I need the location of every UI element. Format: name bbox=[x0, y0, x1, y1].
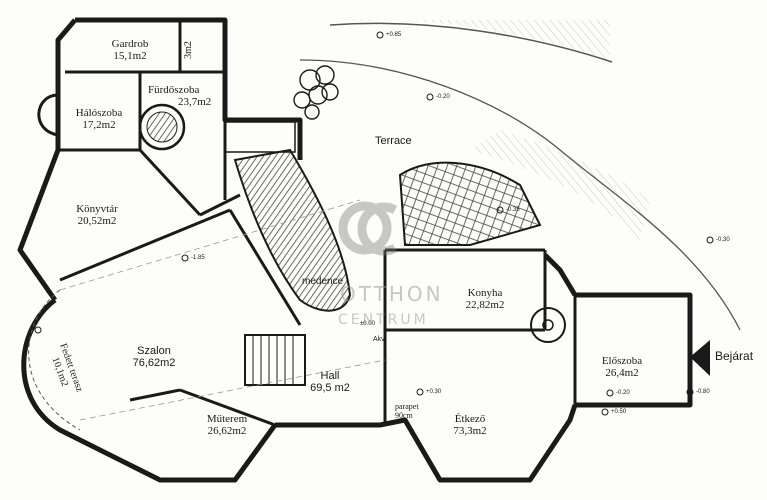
room-konyvtar: Könyvtár 20,52m2 bbox=[66, 203, 128, 227]
room-name: Szalon bbox=[137, 345, 171, 357]
room-name: Étkező bbox=[454, 413, 486, 425]
level-label: -0.20 bbox=[436, 94, 450, 100]
room-area: 69,5 m2 bbox=[310, 382, 350, 394]
parapet-note: parapet 90cm bbox=[395, 402, 419, 420]
room-name: Hálószoba bbox=[75, 107, 123, 119]
terrace-edge bbox=[299, 59, 741, 331]
room-storage: 3m2 bbox=[183, 41, 195, 59]
room-halo: Hálószoba 17,2m2 bbox=[68, 107, 130, 131]
watermark-line2: CENTRUM bbox=[338, 312, 429, 328]
room-area: 15,1m2 bbox=[113, 50, 147, 62]
room-area: 26,62m2 bbox=[207, 425, 247, 437]
terrain-line bbox=[329, 22, 613, 63]
watermark-line1: OTTHON bbox=[340, 282, 444, 306]
level-label: -0.35 bbox=[506, 207, 520, 213]
room-gardrob: Gardrob 15,1m2 bbox=[100, 38, 160, 62]
spiral-stair bbox=[530, 307, 566, 343]
parapet-height: 90cm bbox=[395, 411, 413, 420]
entrance-arrow bbox=[690, 340, 710, 376]
entrance-label: Bejárat bbox=[715, 349, 754, 363]
landscape-hatch bbox=[330, 19, 610, 60]
room-eloszoba: Előszoba 26,4m2 bbox=[592, 355, 652, 379]
covered-terrace-outline bbox=[28, 289, 81, 431]
pool-label: medence bbox=[302, 276, 344, 287]
room-area: 20,52m2 bbox=[77, 215, 117, 227]
room-hall: Hall 69,5 m2 bbox=[300, 370, 360, 394]
room-furdo: Fürdőszoba 23,7m2 bbox=[148, 84, 211, 108]
room-muterem: Műterem 26,62m2 bbox=[192, 413, 262, 437]
room-etkezo: Étkező 73,3m2 bbox=[440, 413, 500, 437]
axis-line bbox=[59, 199, 361, 291]
level-label: -0.20 bbox=[616, 390, 630, 396]
room-name: Konyha bbox=[467, 287, 503, 299]
level-markers bbox=[34, 31, 714, 416]
level-label: ±0.00 bbox=[360, 321, 375, 327]
terrace-paving bbox=[398, 161, 542, 246]
room-szalon: Szalon 76,62m2 bbox=[120, 345, 188, 369]
room-area: 22,82m2 bbox=[465, 299, 505, 311]
level-label: +0.85 bbox=[386, 32, 402, 38]
watermark-logo bbox=[338, 201, 398, 256]
room-name: Könyvtár bbox=[76, 203, 118, 215]
room-area: 73,3m2 bbox=[453, 425, 487, 437]
axis-line-2 bbox=[79, 359, 386, 421]
room-area: 26,4m2 bbox=[605, 367, 639, 379]
room-area: 76,62m2 bbox=[132, 357, 176, 369]
akv-label: Akv bbox=[373, 336, 385, 343]
terrace-label: Terrace bbox=[375, 135, 412, 147]
level-label: +0.30 bbox=[426, 389, 442, 395]
stone-cluster bbox=[293, 65, 339, 120]
room-name: Műterem bbox=[206, 413, 248, 425]
room-area: 23,7m2 bbox=[178, 96, 212, 108]
bay-window bbox=[37, 93, 59, 137]
pool-steps bbox=[224, 121, 296, 153]
bathtub-inner bbox=[146, 111, 178, 143]
room-area: 3m2 bbox=[182, 41, 194, 59]
room-area: 17,2m2 bbox=[82, 119, 116, 131]
level-label: -1.85 bbox=[191, 255, 205, 261]
staircase bbox=[244, 334, 306, 386]
pool bbox=[233, 148, 352, 312]
room-konyha: Konyha 22,82m2 bbox=[455, 287, 515, 311]
spiral-stair-core bbox=[542, 319, 554, 331]
room-name: Előszoba bbox=[601, 355, 643, 367]
level-label: +0.50 bbox=[611, 409, 627, 415]
parapet-label: parapet bbox=[395, 402, 419, 411]
landscape-hatch-2 bbox=[470, 130, 650, 240]
level-label: -0.30 bbox=[716, 237, 730, 243]
room-name: Gardrob bbox=[111, 38, 149, 50]
room-name: Fürdőszoba bbox=[148, 84, 200, 96]
bathtub bbox=[138, 103, 186, 151]
room-name: Hall bbox=[320, 370, 340, 382]
level-label: -0.80 bbox=[696, 389, 710, 395]
